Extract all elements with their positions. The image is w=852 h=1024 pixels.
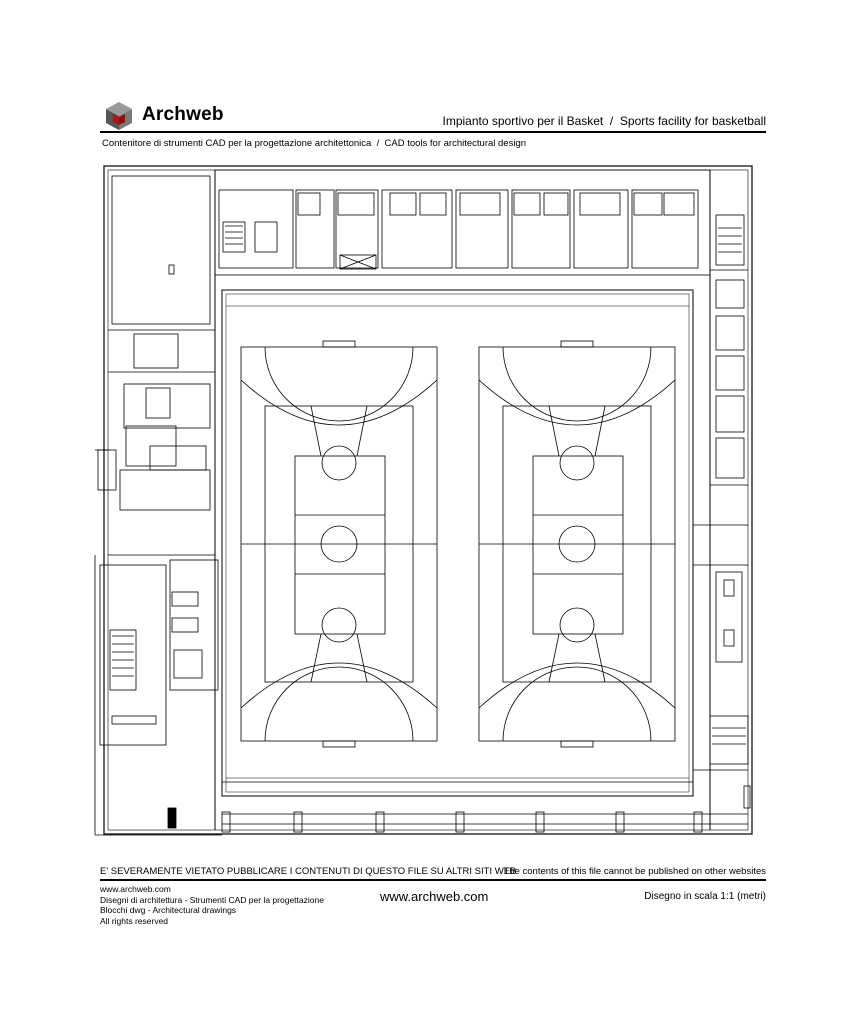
cube-logo-icon [106, 102, 132, 130]
main-hall [221, 289, 694, 797]
archweb-logo[interactable] [104, 101, 134, 131]
credit-line: www.archweb.com [100, 884, 171, 894]
credit-line: All rights reserved [100, 915, 169, 926]
scale-note: Disegno in scala 1:1 (metri) [644, 891, 766, 902]
credits-block: www.archweb.com Disegni di architettura … [100, 884, 324, 926]
top-service-rooms [214, 169, 711, 276]
website-link[interactable]: www.archweb.com [380, 889, 489, 904]
warning-italian: E' SEVERAMENTE VIETATO PUBBLICARE I CONT… [100, 866, 517, 877]
basketball-court-right [478, 340, 676, 748]
credit-line: Blocchi dwg - Architectural drawings [100, 905, 237, 915]
page-title: Impianto sportivo per il Basket / Sports… [442, 114, 766, 128]
basketball-court-left [240, 340, 438, 748]
right-annex-rooms [709, 214, 751, 809]
left-annex-rooms [97, 175, 219, 829]
brand-name: Archweb [142, 104, 224, 125]
footer-rule [100, 879, 766, 881]
page-subtitle: Contenitore di strumenti CAD per la prog… [102, 138, 527, 149]
bottom-facade [221, 811, 748, 833]
credit-line: Disegni di architettura - Strumenti CAD … [100, 894, 324, 905]
building-outline [94, 165, 753, 836]
header-rule [100, 131, 766, 133]
warning-english: The contents of this file cannot be publ… [503, 866, 766, 877]
